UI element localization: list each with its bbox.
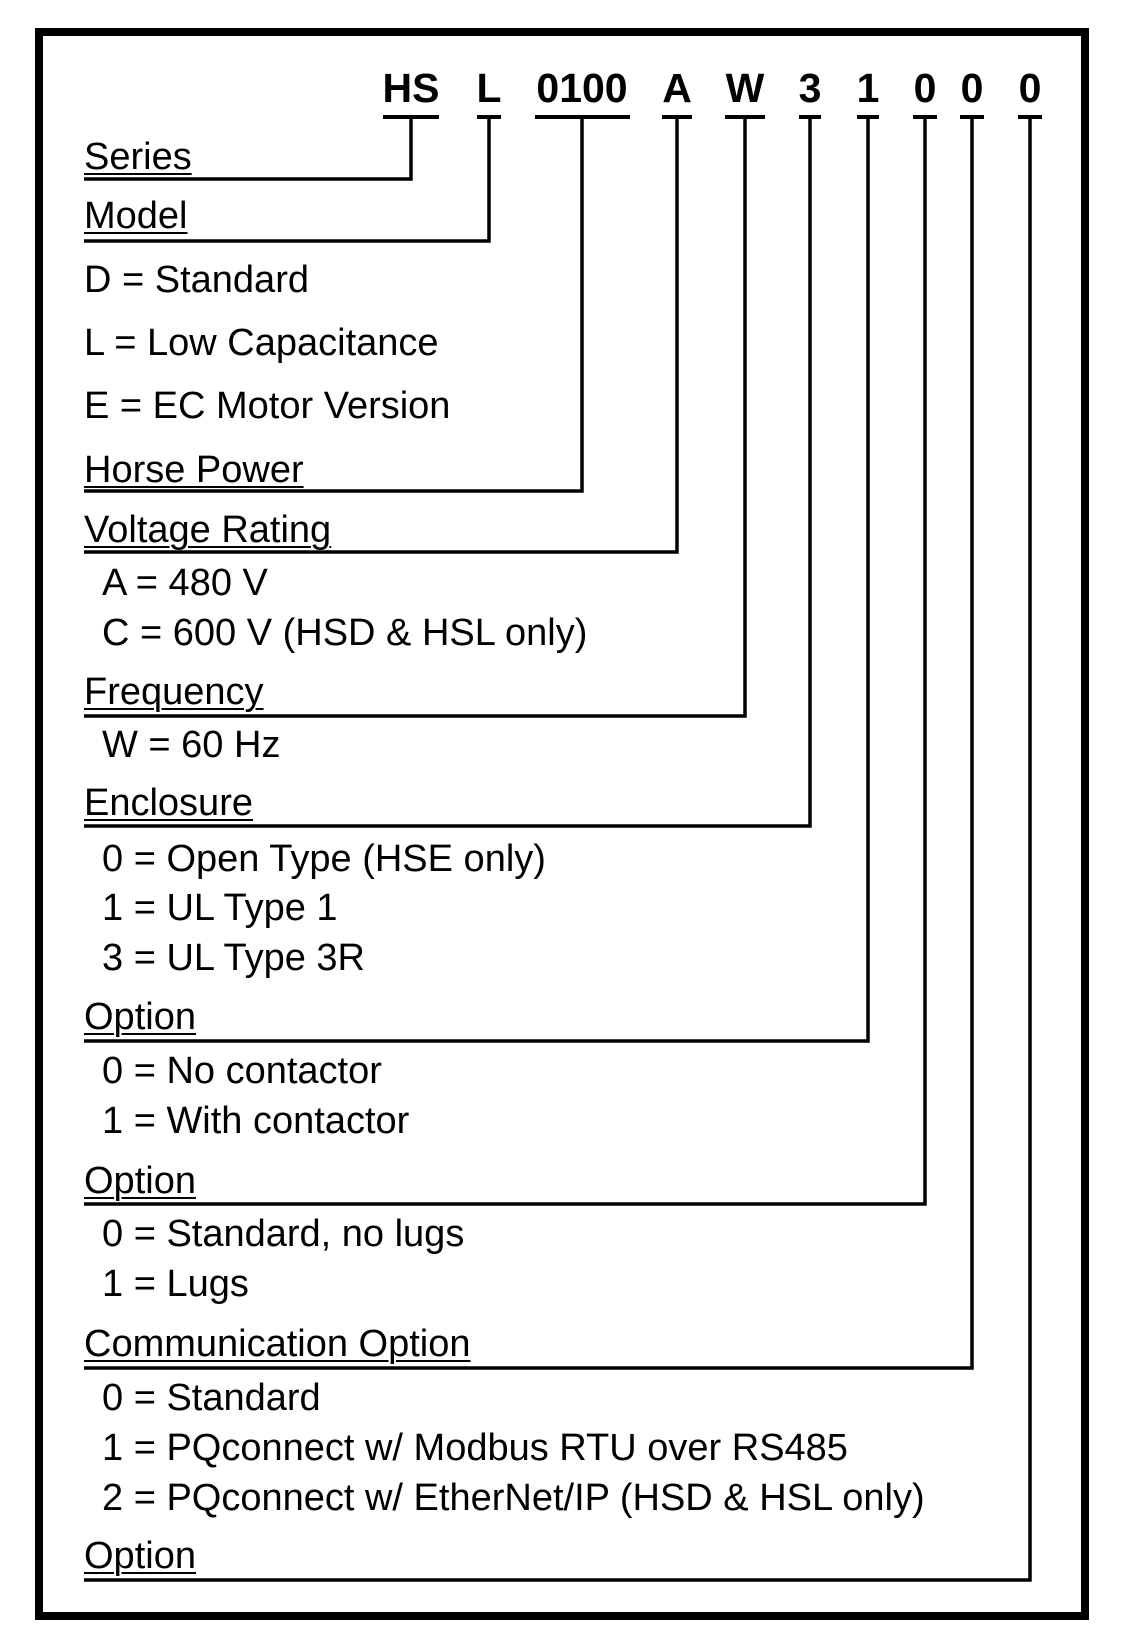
option-enclosure-type3r: 3 = UL Type 3R xyxy=(102,937,365,979)
code-segment-enclosure: 3 xyxy=(798,65,822,111)
option-no-lugs: 0 = Standard, no lugs xyxy=(102,1213,465,1255)
code-segment-communication: 0 xyxy=(960,65,984,111)
option-model-standard: D = Standard xyxy=(84,259,309,301)
code-segment-option-3: 0 xyxy=(1018,65,1042,111)
code-segment-model: L xyxy=(476,65,502,111)
code-underline-voltage xyxy=(662,115,692,119)
option-comm-ethernetip: 2 = PQconnect w/ EtherNet/IP (HSD & HSL … xyxy=(102,1477,925,1519)
code-underline-frequency xyxy=(725,115,765,119)
heading-enclosure: Enclosure xyxy=(84,782,253,824)
code-underline-horse-power xyxy=(534,115,630,119)
code-segment-series: HS xyxy=(382,65,440,111)
option-lugs: 1 = Lugs xyxy=(102,1263,249,1305)
heading-frequency: Frequency xyxy=(84,671,264,713)
diagram-frame xyxy=(35,28,1089,1620)
code-underline-communication xyxy=(960,115,984,119)
heading-horse-power: Horse Power xyxy=(84,449,304,491)
option-enclosure-type1: 1 = UL Type 1 xyxy=(102,887,338,929)
option-voltage-480: A = 480 V xyxy=(102,562,268,604)
option-with-contactor: 1 = With contactor xyxy=(102,1100,410,1142)
code-underline-option-2 xyxy=(913,115,937,119)
option-model-ec-motor: E = EC Motor Version xyxy=(84,385,451,427)
code-underline-option-3 xyxy=(1018,115,1042,119)
option-enclosure-open: 0 = Open Type (HSE only) xyxy=(102,838,546,880)
code-underline-enclosure xyxy=(799,115,821,119)
code-segment-voltage: A xyxy=(662,65,692,111)
option-frequency-60hz: W = 60 Hz xyxy=(102,724,281,766)
code-segment-option-1: 1 xyxy=(856,65,880,111)
code-underline-model xyxy=(477,115,501,119)
option-voltage-600: C = 600 V (HSD & HSL only) xyxy=(102,612,588,654)
option-comm-standard: 0 = Standard xyxy=(102,1377,321,1419)
heading-option-last: Option xyxy=(84,1535,196,1577)
code-underline-option-1 xyxy=(857,115,879,119)
heading-option-contactor: Option xyxy=(84,996,196,1038)
heading-option-lugs: Option xyxy=(84,1160,196,1202)
code-segment-option-2: 0 xyxy=(913,65,937,111)
heading-voltage-rating: Voltage Rating xyxy=(84,509,332,551)
code-segment-frequency: W xyxy=(725,65,765,111)
heading-model: Model xyxy=(84,195,188,237)
option-no-contactor: 0 = No contactor xyxy=(102,1050,382,1092)
code-underline-series xyxy=(383,115,439,119)
code-segment-horse-power: 0100 xyxy=(536,65,628,111)
heading-communication-option: Communication Option xyxy=(84,1323,471,1365)
option-comm-modbus: 1 = PQconnect w/ Modbus RTU over RS485 xyxy=(102,1427,848,1469)
heading-series: Series xyxy=(84,136,192,178)
option-model-low-capacitance: L = Low Capacitance xyxy=(84,322,439,364)
